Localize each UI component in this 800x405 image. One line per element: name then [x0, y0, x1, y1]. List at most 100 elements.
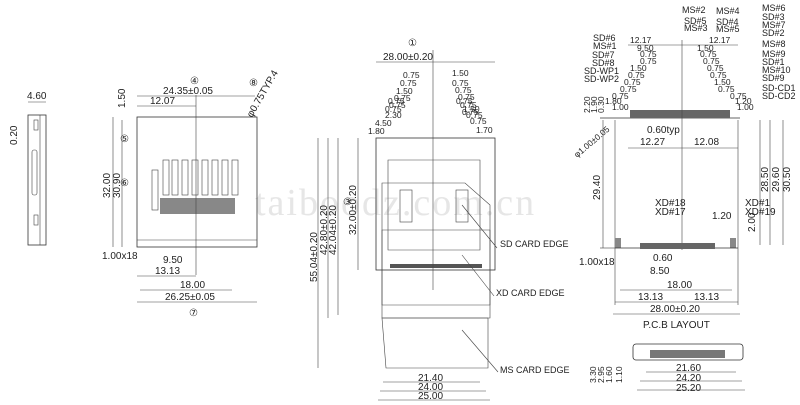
- dim-2-20: 2.20: [582, 96, 592, 113]
- depth-xd-label: 42.04±0.20: [328, 205, 339, 255]
- pin-dim: 0.75: [400, 78, 417, 88]
- pcb-dim: 0.75: [640, 49, 657, 59]
- pin-label: MS#5: [716, 24, 740, 34]
- height-1-60: 1.60: [604, 366, 614, 383]
- height-3-30: 3.30: [588, 366, 598, 383]
- watermark: taiboodz.com.cn: [255, 182, 536, 224]
- dim-12-08: 12.08: [694, 137, 719, 148]
- pin-dim: 0.75: [460, 100, 477, 110]
- pitch-typ-label: 0.60typ: [647, 125, 680, 136]
- front-view: ① 28.00±0.20 0.75 1.50 0.75 0.75 1.50 0.…: [309, 38, 570, 402]
- callout-7: ⑦: [189, 308, 198, 319]
- front-width-label: 28.00±0.20: [383, 52, 433, 63]
- callout-1: ①: [408, 38, 417, 49]
- dim-1-50: 1.50: [697, 43, 714, 53]
- width-21-40: 21.40: [418, 373, 443, 384]
- dim-29-40: 29.40: [592, 175, 603, 200]
- pin-dim: 1.70: [476, 125, 493, 135]
- dim-1-90: 1.90: [589, 96, 599, 113]
- pin-label: MS#3: [684, 23, 708, 33]
- pin-label: SD#5: [684, 16, 707, 26]
- pin-label: SD#6: [593, 33, 616, 43]
- xd-card-edge-label: XD CARD EDGE: [496, 288, 565, 298]
- depth-sd-label: 32.00±0.20: [348, 185, 359, 235]
- pcb-dim: 0.75: [620, 84, 637, 94]
- top-width-label: 24.35±0.05: [163, 86, 213, 97]
- side-offset-label: 0.20: [9, 125, 20, 145]
- pcb-dim: 1.50: [714, 77, 731, 87]
- pin-dim: 0.75: [462, 107, 479, 117]
- side-width-label: 4.60: [27, 91, 47, 102]
- pin-label: SD-WP2: [584, 74, 619, 84]
- xd1-label: XD#1: [745, 198, 770, 209]
- pin-label: MS#9: [762, 49, 786, 59]
- pcb-hole-label: φ1.00±0.05: [572, 124, 612, 160]
- pin-dim: 0.75: [455, 85, 472, 95]
- dim-18-00: 18.00: [180, 280, 205, 291]
- pcb-layout-title: P.C.B LAYOUT: [643, 320, 710, 331]
- pcb-dim: 1.00: [737, 102, 754, 112]
- pin-dim: 0.75: [456, 96, 473, 106]
- pin-dim: 1.80: [368, 126, 385, 136]
- pin-label: MS#10: [762, 65, 791, 75]
- xd18-label: XD#18: [655, 198, 686, 209]
- bottom-width-label: 26.25±0.05: [165, 292, 215, 303]
- callout-4: ④: [190, 76, 199, 87]
- top-half-width-label: 12.07: [150, 96, 175, 107]
- top-offset-label: 1.50: [117, 88, 128, 108]
- dim-18-00: 18.00: [667, 280, 692, 291]
- pin-labels-top: MS#2 MS#4 SD#5 SD#4 MS#3 MS#5: [682, 5, 740, 34]
- width-21-60: 21.60: [676, 363, 701, 374]
- dim-28-50: 28.50: [760, 167, 771, 192]
- sd-card-edge-label: SD CARD EDGE: [500, 239, 569, 249]
- height-inner-label: 30.90: [112, 173, 123, 198]
- pcb-dim: 0.75: [624, 77, 641, 87]
- pin-dim: 0.75: [466, 110, 483, 120]
- pin-label: SD-CD1: [762, 83, 796, 93]
- pcb-dim: 1.20: [735, 96, 752, 106]
- pin-dim: 4.50: [375, 118, 392, 128]
- pin-dim: 1.50: [452, 68, 469, 78]
- dim-0-60: 0.60: [653, 253, 673, 264]
- dim-12-17-left: 12.17: [630, 35, 652, 45]
- side-view: 4.60 0.20: [9, 91, 47, 246]
- width-24-20: 24.20: [676, 373, 701, 384]
- pin-label: SD#4: [716, 17, 739, 27]
- dim-13-13: 13.13: [155, 266, 180, 277]
- dim-13-13-left: 13.13: [638, 292, 663, 303]
- dim-9-50: 9.50: [163, 255, 183, 266]
- pcb-dim: 0.75: [707, 63, 724, 73]
- pcb-layout: SD#6 MS#1 SD#7 SD#8 SD-WP1 SD-WP2 MS#2 M…: [572, 3, 796, 331]
- pin-label: SD-CD2: [762, 91, 796, 101]
- pitch-label: 1.00x18: [102, 251, 138, 262]
- pcb-dim: 1.50: [630, 63, 647, 73]
- callout-8: ⑧: [249, 78, 258, 89]
- pin-dim: 0.75: [452, 78, 469, 88]
- dim-8-50: 8.50: [650, 266, 670, 277]
- dim-1-20: 1.20: [712, 211, 732, 222]
- pin-dim: 0.75: [394, 93, 411, 103]
- xd17-label: XD#17: [655, 207, 686, 218]
- pin-label: SD#2: [762, 28, 785, 38]
- pcb-dim: 0.75: [640, 56, 657, 66]
- dim-2-00: 2.00: [747, 212, 758, 232]
- pin-label: SD#1: [762, 57, 785, 67]
- hole-label: φ0.75TYP.4: [245, 68, 281, 119]
- dim-30-50: 30.50: [782, 167, 793, 192]
- pin-label: MS#2: [682, 5, 706, 15]
- pcb-dim: 0.75: [628, 70, 645, 80]
- pin-label: MS#7: [762, 20, 786, 30]
- pin-labels-right: MS#6 SD#3 MS#7 SD#2 MS#8 MS#9 SD#1 MS#10…: [762, 3, 796, 101]
- pin-label: SD#7: [592, 50, 615, 60]
- pcb-dim: 0.75: [703, 56, 720, 66]
- dim-29-60: 29.60: [771, 167, 782, 192]
- xd19-label: XD#19: [745, 207, 776, 218]
- dim-0-30: 0.30: [596, 96, 606, 113]
- pin-label: SD#3: [762, 12, 785, 22]
- pcb-dim: 0.75: [612, 91, 629, 101]
- pin-dim: 1.50: [463, 104, 480, 114]
- dim-12-27: 12.27: [640, 137, 665, 148]
- dim-9-50: 9.50: [637, 43, 654, 53]
- pin-label: MS#8: [762, 39, 786, 49]
